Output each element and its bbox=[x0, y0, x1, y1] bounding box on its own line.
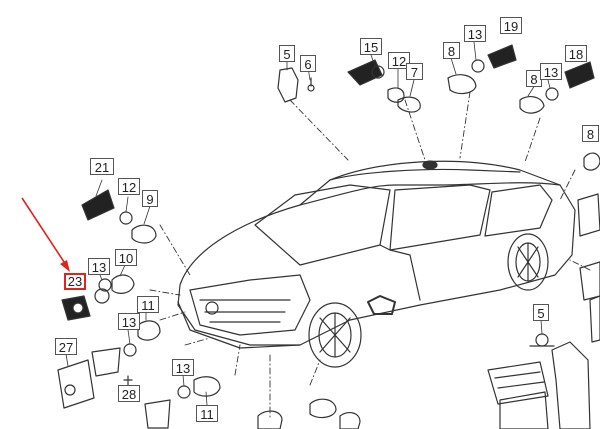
callout-15[interactable]: 15 bbox=[360, 38, 382, 55]
highlight-arrow bbox=[21, 197, 70, 272]
callout-13b[interactable]: 13 bbox=[540, 63, 562, 80]
callout-28[interactable]: 28 bbox=[118, 385, 140, 402]
front-wheel bbox=[308, 302, 362, 368]
callout-27[interactable]: 27 bbox=[55, 338, 77, 355]
callout-11b[interactable]: 11 bbox=[196, 405, 218, 422]
callout-5b[interactable]: 5 bbox=[533, 304, 549, 321]
callout-8c[interactable]: 8 bbox=[582, 125, 599, 142]
callout-10[interactable]: 10 bbox=[115, 249, 137, 266]
callout-7[interactable]: 7 bbox=[406, 63, 423, 80]
callout-23-highlighted[interactable]: 23 bbox=[64, 273, 86, 290]
callout-13c[interactable]: 13 bbox=[88, 258, 110, 275]
callout-12[interactable]: 12 bbox=[388, 52, 410, 69]
callout-19[interactable]: 19 bbox=[500, 17, 522, 34]
callout-13d[interactable]: 13 bbox=[118, 313, 140, 330]
car-outline bbox=[177, 160, 576, 349]
callout-8[interactable]: 8 bbox=[443, 42, 460, 59]
callout-11[interactable]: 11 bbox=[137, 296, 159, 313]
callout-13[interactable]: 13 bbox=[464, 25, 486, 42]
callout-12b[interactable]: 12 bbox=[118, 178, 140, 195]
callout-13e[interactable]: 13 bbox=[172, 359, 194, 376]
leader-lines bbox=[149, 91, 591, 421]
callout-5[interactable]: 5 bbox=[279, 45, 295, 62]
callout-18[interactable]: 18 bbox=[565, 45, 587, 62]
callout-6[interactable]: 6 bbox=[300, 55, 316, 72]
callout-21[interactable]: 21 bbox=[90, 158, 114, 175]
callout-9[interactable]: 9 bbox=[142, 190, 158, 207]
rear-wheel bbox=[507, 233, 549, 291]
